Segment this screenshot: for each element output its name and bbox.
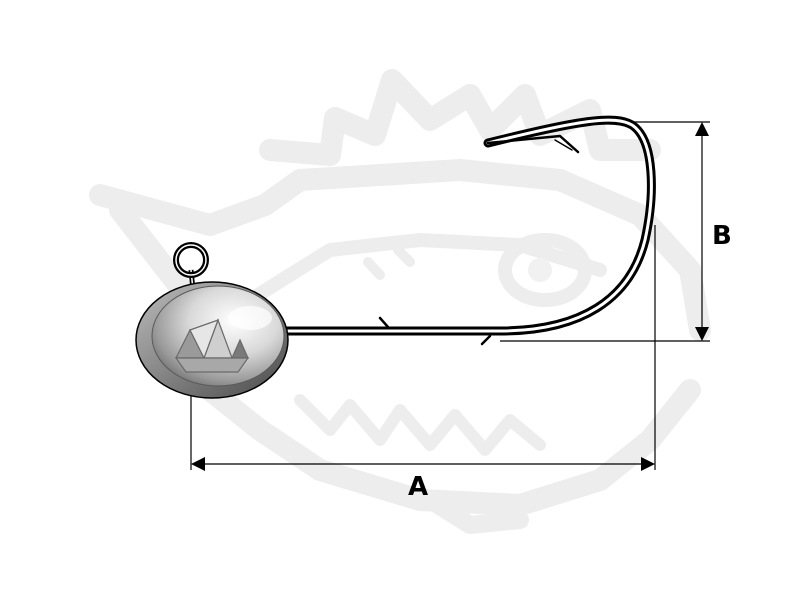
jig-head [135, 281, 289, 399]
hook [280, 115, 656, 346]
shank-barb-bottom [480, 334, 492, 346]
dim-b-arrow-bottom [695, 327, 709, 341]
dim-a-arrow-right [641, 457, 655, 471]
dimension-arrows [191, 122, 709, 471]
brand-logo-mark [174, 318, 250, 373]
dim-b-arrow-top [695, 122, 709, 136]
dim-b-label: B [712, 221, 732, 251]
dim-a-label: A [408, 472, 428, 502]
dim-a-arrow-left [191, 457, 205, 471]
shank-barb-top [378, 316, 390, 329]
